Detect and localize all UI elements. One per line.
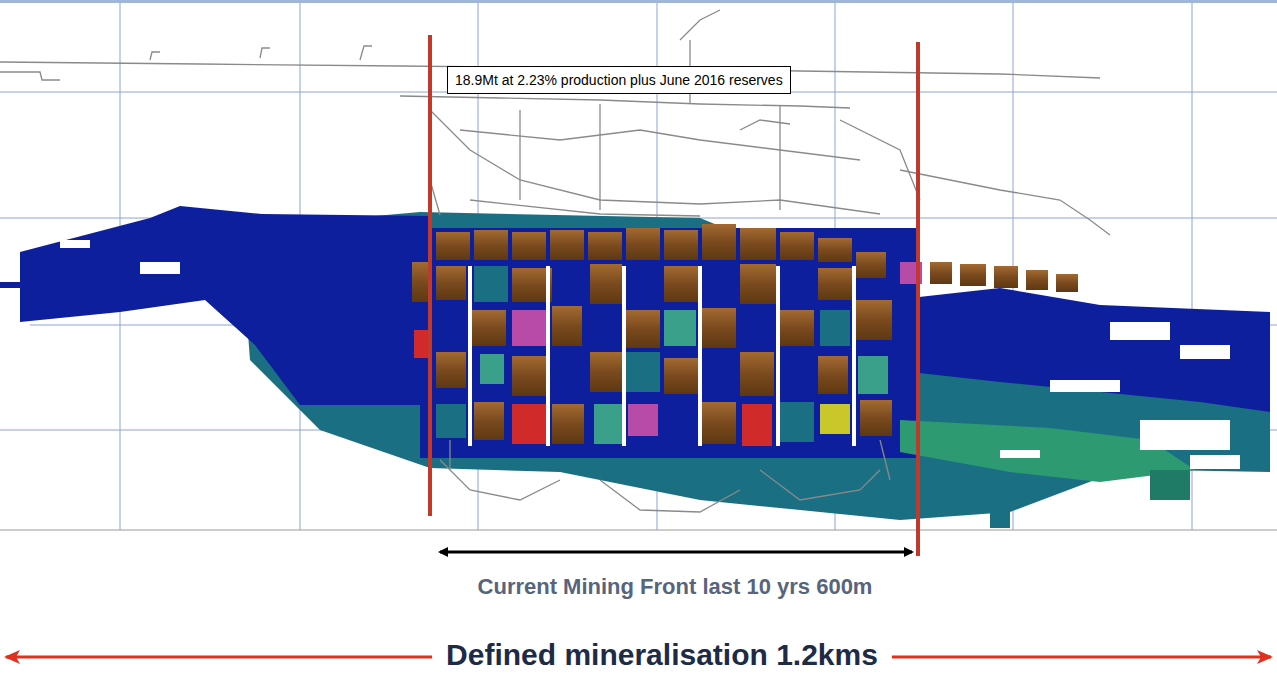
orebody [0,206,1270,528]
grid-lines [0,3,1277,530]
dimension-label: Current Mining Front last 10 yrs 600m [478,574,873,600]
callout-box: 18.9Mt at 2.23% production plus June 201… [447,66,791,94]
dimension-label: Defined mineralisation 1.2kms [446,638,878,672]
callout-text: 18.9Mt at 2.23% production plus June 201… [455,72,783,88]
dimension-arrow [892,656,1271,659]
dimension-arrow [440,551,912,554]
mine-development [0,10,1110,512]
stope-blocks [412,224,1078,446]
dimension-arrow [6,656,432,659]
